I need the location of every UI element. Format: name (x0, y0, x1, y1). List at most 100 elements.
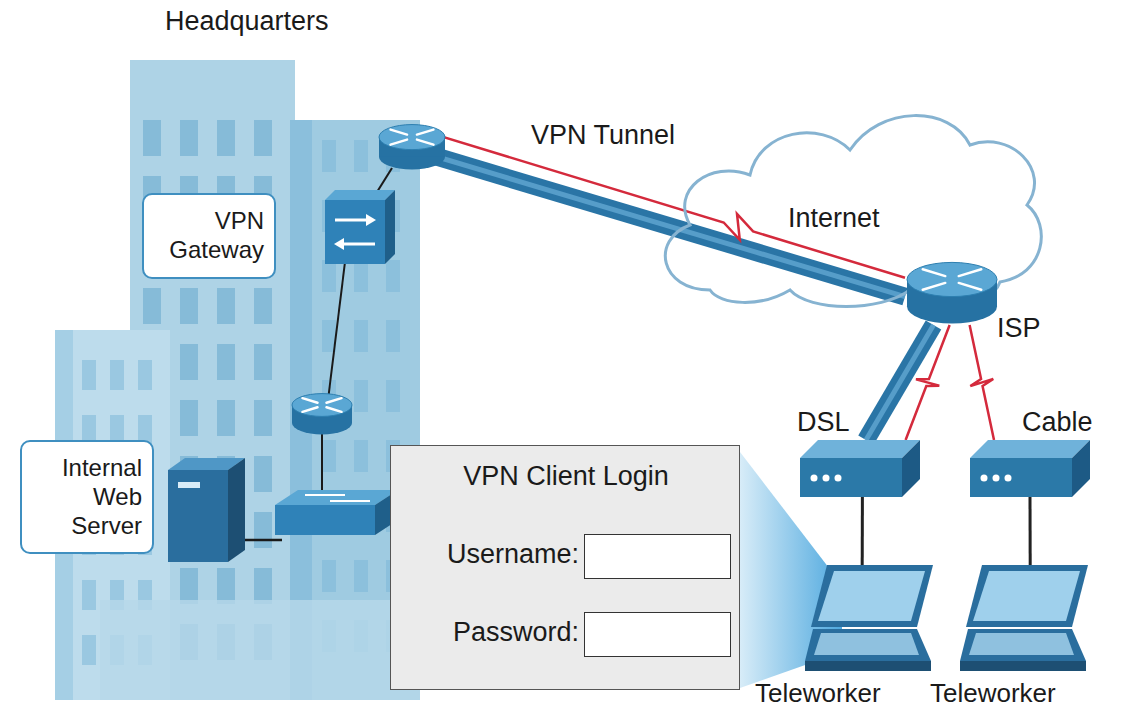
building-window (217, 344, 235, 380)
laptop-keyboard (814, 633, 919, 655)
laptop-screen-frame (966, 565, 1088, 627)
modem-side (902, 440, 920, 497)
text-slot: Headquarters (165, 5, 329, 37)
tunnel-line (970, 325, 994, 440)
modem-light (981, 475, 988, 482)
building-window (254, 512, 272, 548)
building-window (143, 120, 161, 156)
gateway-arrow-head (334, 238, 344, 250)
tube-outline (415, 150, 905, 296)
building-window (217, 568, 235, 604)
router-arrow (923, 269, 946, 276)
text-slot: Cable (1022, 406, 1093, 438)
building-window (254, 400, 272, 436)
network-link (244, 539, 282, 542)
building-window (322, 440, 336, 472)
building-window (354, 380, 368, 412)
device-label-text: VPN Gateway (154, 207, 264, 265)
isp-router-icon (905, 262, 1000, 325)
text-slot: VPN Client Login (391, 460, 741, 492)
edge-label-slot: VPN Tunnel (531, 119, 675, 151)
icon-group (960, 565, 1088, 671)
router-arrow (417, 130, 434, 135)
modem-light (1005, 475, 1012, 482)
building-window (254, 120, 272, 156)
teleworker-laptop-icon (960, 565, 1090, 675)
switch-arrow (305, 494, 345, 496)
edge-label: VPN Tunnel (531, 119, 675, 151)
cable-modem-text: Cable (1022, 406, 1093, 438)
text-slot: Internet (788, 202, 880, 234)
icon-group (800, 440, 920, 497)
router-arrow (959, 283, 982, 290)
laptop-screen (973, 571, 1080, 621)
building-window (322, 560, 336, 592)
building-window (254, 456, 272, 492)
cable-line (861, 497, 864, 565)
router-arrow (303, 398, 318, 403)
laptop-base (960, 629, 1086, 661)
building-window (180, 568, 198, 604)
text-slot: DSL (797, 406, 850, 438)
laptop-screen (818, 571, 925, 621)
building-window (386, 320, 400, 352)
laptop-base (805, 629, 931, 661)
building-window (354, 560, 368, 592)
router-top (379, 125, 445, 150)
teleworker-laptop: Teleworker (805, 565, 935, 675)
building-window (217, 400, 235, 436)
laptop-screen-frame (811, 565, 933, 627)
icon-group (805, 565, 933, 671)
gateway-front (325, 200, 385, 264)
router-top (907, 262, 997, 296)
building-window (110, 360, 124, 390)
gateway-arrow-head (366, 214, 376, 226)
text-slot: Username: (391, 538, 579, 570)
building-base (100, 600, 420, 700)
modem-light (835, 475, 842, 482)
router-arrow (303, 407, 318, 412)
input-field (584, 612, 731, 657)
modem-side (1072, 440, 1090, 497)
building-window (143, 288, 161, 324)
dsl-modem-text: DSL (797, 406, 850, 438)
laptop-front (960, 661, 1086, 671)
gateway-side (385, 190, 395, 264)
network-link (328, 262, 345, 400)
network-link (1030, 497, 1031, 565)
text-slot: Teleworker (755, 678, 881, 709)
gateway-top (325, 190, 395, 200)
modem-light (993, 475, 1000, 482)
laptop-front (805, 661, 931, 671)
switch-arrow (330, 500, 370, 502)
router-arrow (327, 407, 342, 412)
building-window (254, 568, 272, 604)
router-top (292, 394, 352, 417)
modem-top (970, 440, 1090, 458)
vpn-login-panel-text: Password: (391, 616, 579, 648)
headquarters-building: HeadquartersVPN GatewayInternal Web Serv… (15, 5, 415, 710)
icon-group (907, 262, 997, 323)
modem-top (800, 440, 920, 458)
device-label-text: Internal Web Server (32, 454, 142, 540)
building-window (322, 260, 336, 292)
building-window (386, 260, 400, 292)
dsl-modem-icon (800, 440, 920, 497)
building-window (180, 344, 198, 380)
building-window (386, 380, 400, 412)
server-slot (178, 482, 200, 488)
laptop-keyboard (969, 633, 1074, 655)
vpn-login-panel-text: VPN Client Login (391, 460, 741, 492)
dsl-modem: DSL (800, 440, 920, 497)
internet-cloud-text: Internet (788, 202, 880, 234)
building-window (82, 635, 96, 665)
building-window (217, 120, 235, 156)
cable-modem-icon (970, 440, 1090, 497)
text-slot: ISP (997, 312, 1041, 344)
building-window (82, 580, 96, 610)
text-slot: Password: (391, 616, 579, 648)
cloud-outline (665, 116, 1041, 307)
vpn-link (906, 325, 950, 440)
